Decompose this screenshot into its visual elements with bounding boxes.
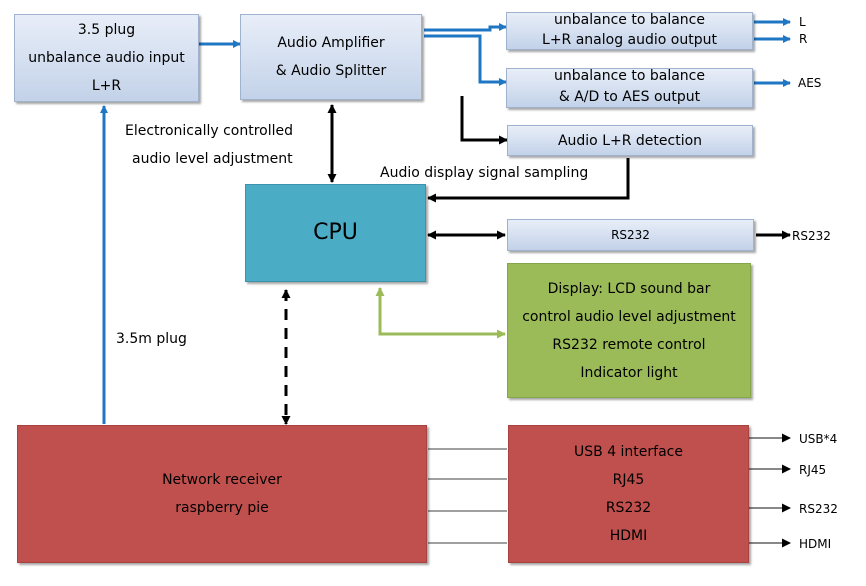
display-line1: Display: LCD sound bar [547,280,711,297]
detection-label: Audio L+R detection [557,132,703,149]
output-rs232-b-label: RS232 [799,502,838,516]
network-line2: raspberry pie [175,500,269,516]
cpu-box: CPU [245,184,426,282]
output-rs232-label: RS232 [792,229,831,243]
aes-output-line1: unbalance to balance [554,68,705,84]
output-rj45-label: RJ45 [799,463,827,477]
display-line4: Indicator light [580,364,678,381]
interfaces-box: USB 4 interface RJ45 RS232 HDMI [508,425,749,563]
amplifier-line1: Audio Amplifier [277,35,385,51]
cpu-label: CPU [313,220,358,245]
interface-lines [428,433,791,548]
audio-input-line2: unbalance audio input [28,50,185,66]
output-r-label: R [799,32,808,46]
output-l-label: L [799,15,806,29]
audio-input-line3: L+R [91,78,122,94]
interfaces-line1: USB 4 interface [574,444,683,460]
output-usb-label: USB*4 [799,432,838,446]
signal-sampling-label: Audio display signal sampling [380,165,589,181]
interfaces-line4: HDMI [609,528,648,544]
level-adjust-label-1: Electronically controlled [125,123,294,139]
amplifier-box: Audio Amplifier & Audio Splitter [240,14,422,100]
audio-input-line1: 3.5 plug [77,22,136,38]
analog-output-line2: L+R analog audio output [542,32,717,48]
plug-label: 3.5m plug [116,331,187,347]
rs232-label: RS232 [611,228,650,242]
level-adjust-label-2: audio level adjustment [132,151,293,167]
amplifier-line2: & Audio Splitter [275,63,387,79]
network-line1: Network receiver [162,472,282,488]
control-arrows [281,96,791,425]
aes-output-box: unbalance to balance & A/D to AES output [506,68,753,108]
display-box: Display: LCD sound bar control audio lev… [507,263,751,398]
analog-output-line1: unbalance to balance [554,12,705,28]
display-line3: RS232 remote control [552,336,706,353]
output-aes-label: AES [798,76,822,90]
display-line2: control audio level adjustment [522,308,736,325]
audio-signal-arrows [100,18,791,424]
aes-output-line2: & A/D to AES output [558,89,701,105]
rs232-box: RS232 [507,219,754,251]
interfaces-line2: RJ45 [612,472,645,488]
interfaces-line3: RS232 [605,500,652,516]
audio-input-box: 3.5 plug unbalance audio input L+R [14,14,199,102]
display-arrow [375,287,506,339]
detection-box: Audio L+R detection [507,125,753,156]
analog-output-box: unbalance to balance L+R analog audio ou… [506,12,753,50]
output-hdmi-label: HDMI [799,537,832,551]
network-receiver-box: Network receiver raspberry pie [17,425,427,563]
